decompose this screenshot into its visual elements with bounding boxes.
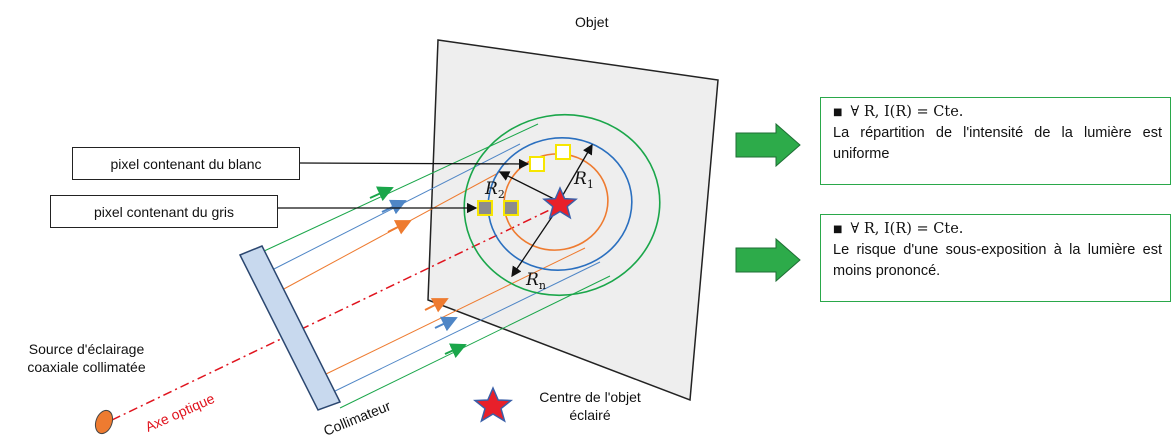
ray-arrows	[369, 186, 467, 359]
gray-pixel-label: pixel contenant du gris	[50, 195, 278, 228]
object-plate	[427, 39, 719, 402]
gray-pixel-left	[477, 200, 493, 216]
info-box-uniform: ■∀ R, I(R) = Cte. La répartition de l'in…	[820, 97, 1171, 185]
white-pixel-label: pixel contenant du blanc	[72, 147, 300, 180]
gray-pixel-right	[503, 200, 519, 216]
source-label: Source d'éclairage coaxiale collimatée	[27, 341, 146, 375]
center-label: Centre de l'objet éclairé	[539, 389, 641, 423]
info-description: Le risque d'une sous-exposition à la lum…	[833, 242, 1162, 279]
optical-axis	[111, 204, 561, 421]
info-formula: ■∀ R, I(R) = Cte.	[833, 219, 1162, 240]
radius-r2-label: R2	[484, 179, 505, 201]
object-label: Objet	[575, 14, 609, 30]
optical-axis-label: Axe optique	[143, 390, 217, 435]
collimator-lens	[238, 245, 342, 411]
bullet-icon: ■	[833, 224, 843, 235]
white-pixel-right	[555, 144, 571, 160]
light-source	[94, 409, 114, 435]
bullet-icon: ■	[833, 107, 843, 118]
result-arrow-top	[735, 122, 801, 168]
info-description: La répartition de l'intensité de la lumi…	[833, 125, 1162, 162]
result-arrow-bottom	[735, 237, 801, 283]
white-pixel-top	[529, 156, 545, 172]
radius-rn-label: Rn	[525, 270, 546, 292]
legend-star	[472, 386, 514, 423]
center-star	[542, 186, 578, 220]
info-formula: ■∀ R, I(R) = Cte.	[833, 102, 1162, 123]
white-pixel-pointer	[299, 158, 530, 170]
info-box-exposure: ■∀ R, I(R) = Cte. Le risque d'une sous-e…	[820, 214, 1171, 302]
radius-r1-label: R1	[573, 169, 594, 191]
